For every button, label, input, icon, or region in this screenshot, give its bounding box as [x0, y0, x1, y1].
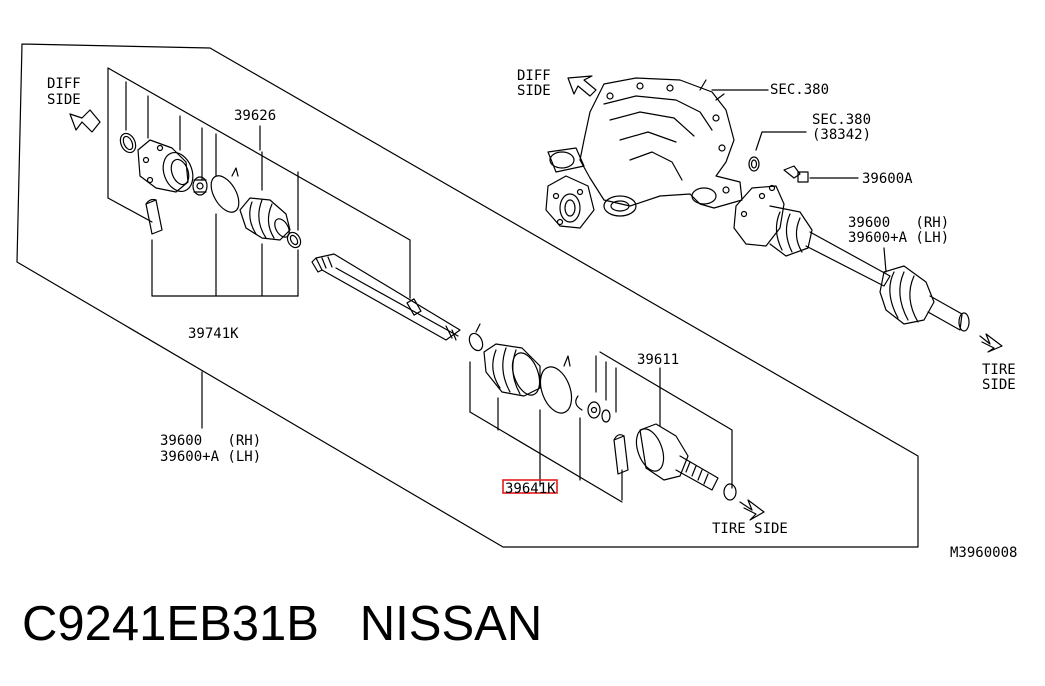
differential-housing-icon — [545, 77, 743, 229]
inner-boot-icon — [239, 197, 291, 241]
diff-side-label-right-2: SIDE — [517, 83, 551, 99]
boot-band-icon — [210, 167, 240, 213]
tire-side-label-bottom: TIRE SIDE — [712, 521, 788, 537]
sec380-label-b: SEC.380 — [812, 112, 871, 128]
diff-side-label-left-1: DIFF — [47, 76, 81, 92]
small-band-icon — [286, 231, 302, 249]
outer-cv-joint-icon — [635, 423, 737, 501]
boot-band-icon — [539, 355, 573, 414]
assembled-axle-icon — [733, 184, 970, 332]
highlight-box — [502, 479, 558, 494]
drive-shaft-icon — [311, 253, 461, 341]
grease-tube-icon — [145, 198, 163, 235]
sec380-sub-label: (38342) — [812, 127, 871, 143]
group-frame — [16, 43, 919, 548]
part-39626-label: 39626 — [234, 108, 276, 124]
part-39611-label: 39611 — [637, 352, 679, 368]
snap-ring-icon — [468, 323, 484, 352]
tripod-bearing-icon — [192, 176, 208, 196]
part-39600a-label: 39600A — [862, 171, 913, 187]
bearing-icon — [587, 401, 611, 423]
diff-side-label-right-1: DIFF — [517, 68, 551, 84]
outer-joint-frame — [599, 351, 733, 489]
part-number-caption: C9241EB31B NISSAN — [22, 597, 543, 651]
snap-ring-icon — [119, 132, 137, 154]
bolt-icon — [783, 165, 809, 183]
tire-side-label-right-2: SIDE — [982, 377, 1016, 393]
sec380-label: SEC.380 — [770, 82, 829, 98]
arrow-icon — [739, 499, 765, 521]
reference-code: M3960008 — [950, 545, 1017, 561]
grease-tube-icon — [613, 434, 629, 475]
outer-boot-icon — [483, 343, 541, 397]
arrow-icon — [69, 109, 101, 133]
tire-side-label-right-1: TIRE — [982, 362, 1016, 378]
part-39600a-lh-left-label: 39600+A (LH) — [160, 449, 261, 465]
arrow-icon — [979, 333, 1003, 353]
part-39741k-label: 39741K — [188, 326, 239, 342]
arrow-icon — [567, 75, 597, 97]
diff-side-label-left-2: SIDE — [47, 92, 81, 108]
part-39641k-label: 39641K — [505, 481, 556, 497]
part-39600-rh-right-label: 39600 (RH) — [848, 215, 949, 231]
snap-ring-icon — [575, 395, 583, 411]
flange-housing-icon — [137, 139, 194, 193]
oil-seal-icon — [748, 156, 760, 172]
inner-joint-frame — [107, 67, 411, 299]
part-39600-rh-left-label: 39600 (RH) — [160, 433, 261, 449]
part-39600a-lh-right-label: 39600+A (LH) — [848, 230, 949, 246]
